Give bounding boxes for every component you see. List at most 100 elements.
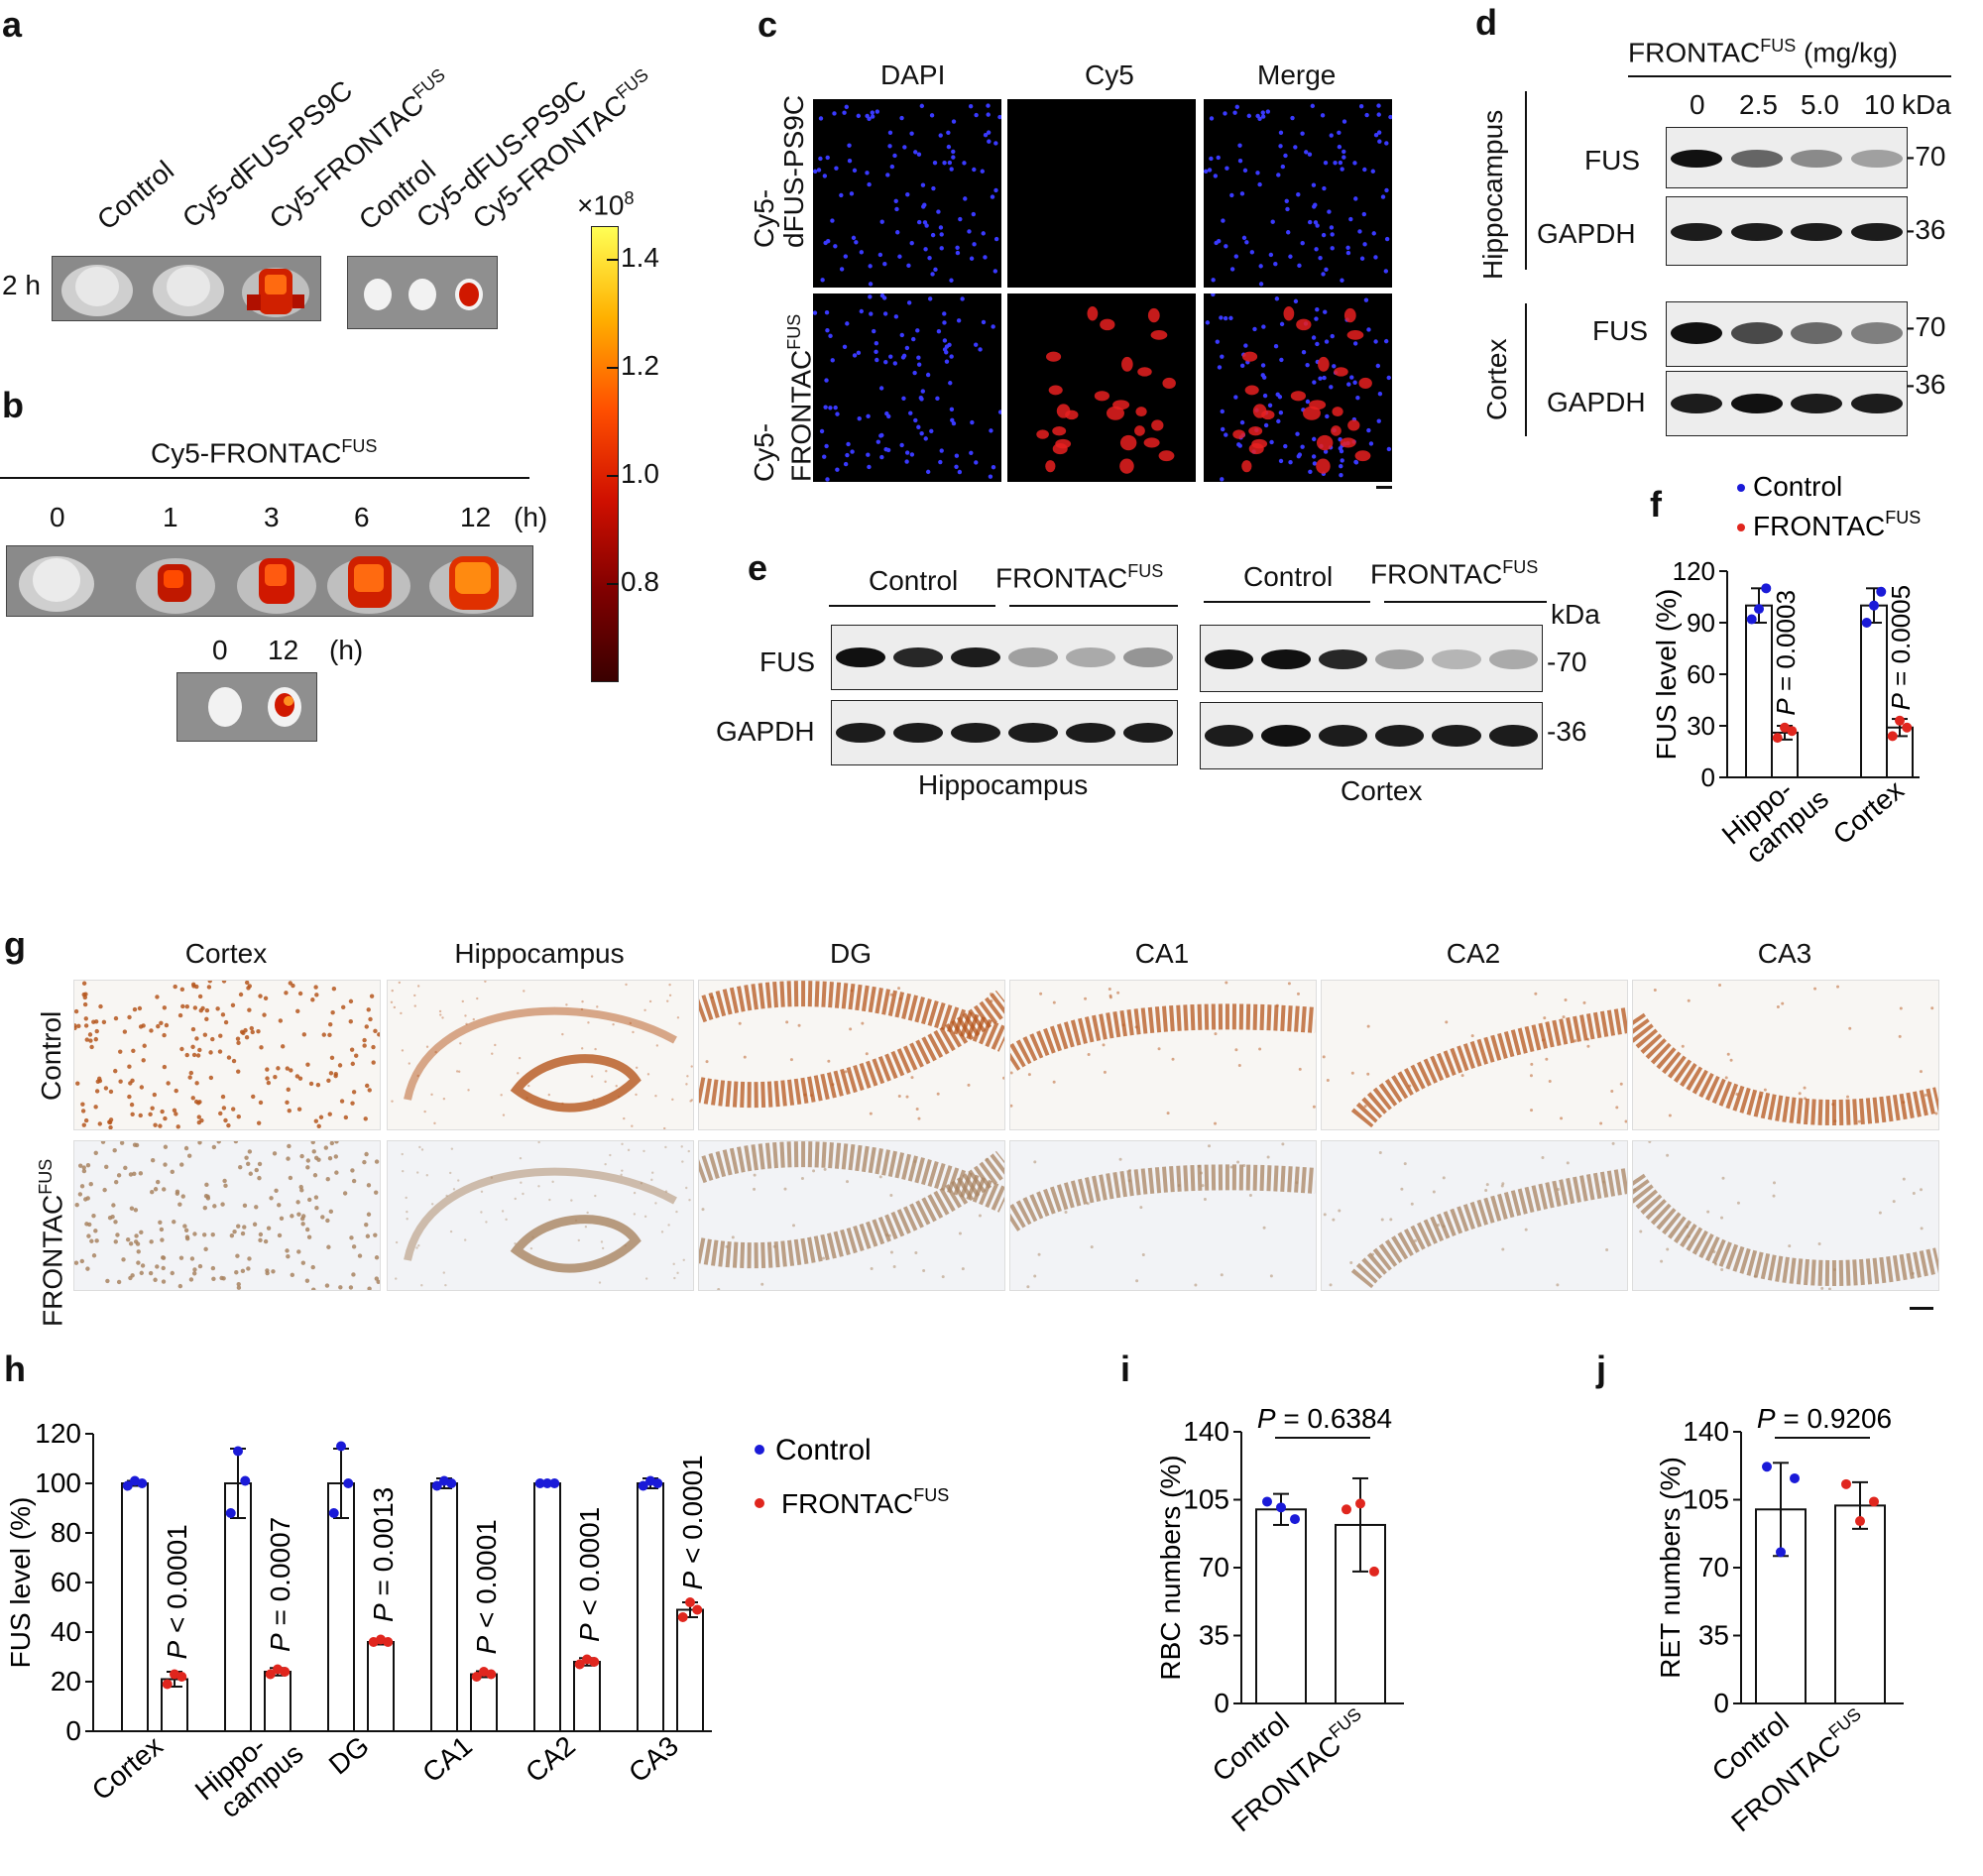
ihc-cell: [197, 1263, 203, 1269]
nucleus-dot: [1357, 229, 1362, 234]
y-tick-label: 70: [1698, 1552, 1729, 1583]
nucleus-dot: [968, 104, 974, 109]
ihc-cell: [348, 1285, 354, 1290]
ihc-cell: [232, 1230, 237, 1234]
nucleus-dot: [1353, 459, 1358, 465]
ihc-cell: [1541, 1155, 1545, 1159]
data-point: [1772, 733, 1783, 744]
blot-band: [1375, 649, 1425, 669]
ihc-cell: [1214, 1121, 1218, 1125]
nucleus-dot: [987, 139, 992, 144]
panel-b-brain-unit: (h): [329, 635, 364, 665]
ihc-cell: [296, 1107, 302, 1112]
colorbar-tick: [607, 366, 619, 369]
nucleus-dot: [842, 110, 847, 115]
ihc-cell: [279, 1216, 285, 1222]
data-point: [1841, 1478, 1851, 1489]
x-tick-label: DG: [323, 1730, 375, 1781]
ihc-cell: [180, 1194, 185, 1199]
ihc-cell: [295, 1008, 300, 1014]
panel-e-group-frontac-2: FRONTACFUS: [1370, 557, 1539, 590]
ihc-cell: [97, 1121, 102, 1126]
ihc-cell: [164, 1022, 170, 1028]
nucleus-dot: [1329, 225, 1335, 230]
ihc-cell: [197, 994, 203, 999]
ihc-cell: [1237, 1064, 1241, 1068]
ihc-cell: [789, 1058, 793, 1062]
data-point: [122, 1480, 133, 1491]
nucleus-dot: [1376, 418, 1381, 423]
ihc-cell: [685, 1083, 688, 1086]
ihc-cell: [152, 1092, 158, 1098]
ihc-cell: [327, 1021, 333, 1027]
ihc-cell: [97, 1076, 102, 1082]
ihc-cell: [369, 994, 375, 998]
ihc-cell: [93, 1105, 98, 1110]
p-value: P = 0.0005: [1886, 585, 1916, 711]
panel-d-marker-70-a: -70: [1906, 141, 1946, 172]
ihc-cell: [158, 1220, 163, 1226]
ihc-cell: [1470, 1034, 1474, 1038]
nucleus-dot: [969, 256, 975, 261]
blot-band: [1261, 725, 1311, 747]
ihc-cell: [675, 1210, 678, 1214]
nucleus-dot: [1262, 393, 1268, 399]
ihc-cell: [1037, 1252, 1041, 1256]
ihc-cell: [501, 1210, 505, 1213]
ihc-cell: [1139, 1206, 1143, 1210]
ihc-cell: [191, 1271, 197, 1276]
nucleus-dot: [1376, 112, 1381, 117]
bar: [533, 1482, 561, 1732]
ihc-cell: [229, 1232, 235, 1238]
nucleus-dot: [1243, 343, 1248, 348]
nucleus-dot: [1340, 278, 1344, 283]
nucleus-dot: [956, 318, 962, 323]
ihc-cell: [417, 1244, 420, 1247]
y-tick-label: 100: [35, 1467, 81, 1498]
ihc-cell: [520, 1181, 523, 1184]
nucleus-dot: [919, 103, 925, 109]
ihc-cell: [371, 1060, 376, 1065]
bar: [1834, 1504, 1886, 1704]
ihc-cell: [1720, 1267, 1724, 1271]
ihc-cell: [406, 1210, 408, 1214]
nucleus-dot: [1278, 144, 1283, 149]
ihc-cell: [184, 1234, 190, 1239]
blot-band: [1488, 649, 1538, 669]
nucleus-dot: [899, 442, 904, 448]
ihc-cell: [298, 1184, 303, 1190]
nucleus-dot: [872, 328, 876, 334]
nucleus-dot: [927, 296, 933, 301]
nucleus-dot: [1284, 198, 1289, 203]
nucleus-dot: [936, 329, 942, 334]
nucleus-dot: [1280, 164, 1286, 170]
ihc-cell: [1501, 1182, 1505, 1186]
nucleus-dot: [825, 155, 830, 161]
ihc-cell: [149, 1028, 154, 1033]
ihc-cell: [202, 1205, 208, 1211]
ihc-cell: [1930, 1006, 1934, 1010]
nucleus-dot: [913, 150, 918, 155]
fluor-merge-control: [1204, 99, 1392, 288]
panel-e-rule-3: [1204, 601, 1370, 603]
ihc-cell: [166, 1081, 171, 1086]
ihc-cell: [338, 1285, 343, 1290]
ihc-cell: [191, 1052, 197, 1058]
nucleus-dot: [1361, 211, 1367, 217]
ihc-cell: [1380, 1218, 1384, 1222]
data-point: [1761, 583, 1772, 594]
legend-control: Control: [775, 1434, 872, 1466]
panel-e-row-fus: FUS: [759, 646, 815, 677]
ihc-cell: [259, 1045, 264, 1050]
ihc-cell: [1326, 1078, 1330, 1082]
cy5-cell: [1252, 404, 1267, 418]
ihc-cell: [132, 1006, 138, 1012]
nucleus-dot: [1314, 316, 1319, 321]
nucleus-dot: [830, 358, 835, 363]
nucleus-dot: [927, 255, 932, 261]
cy5-cell: [1100, 318, 1115, 331]
panel-g-scalebar: [1910, 1307, 1933, 1310]
nucleus-dot: [1373, 339, 1378, 344]
ihc-cell: [1242, 1164, 1246, 1168]
nucleus-dot: [1307, 219, 1313, 225]
